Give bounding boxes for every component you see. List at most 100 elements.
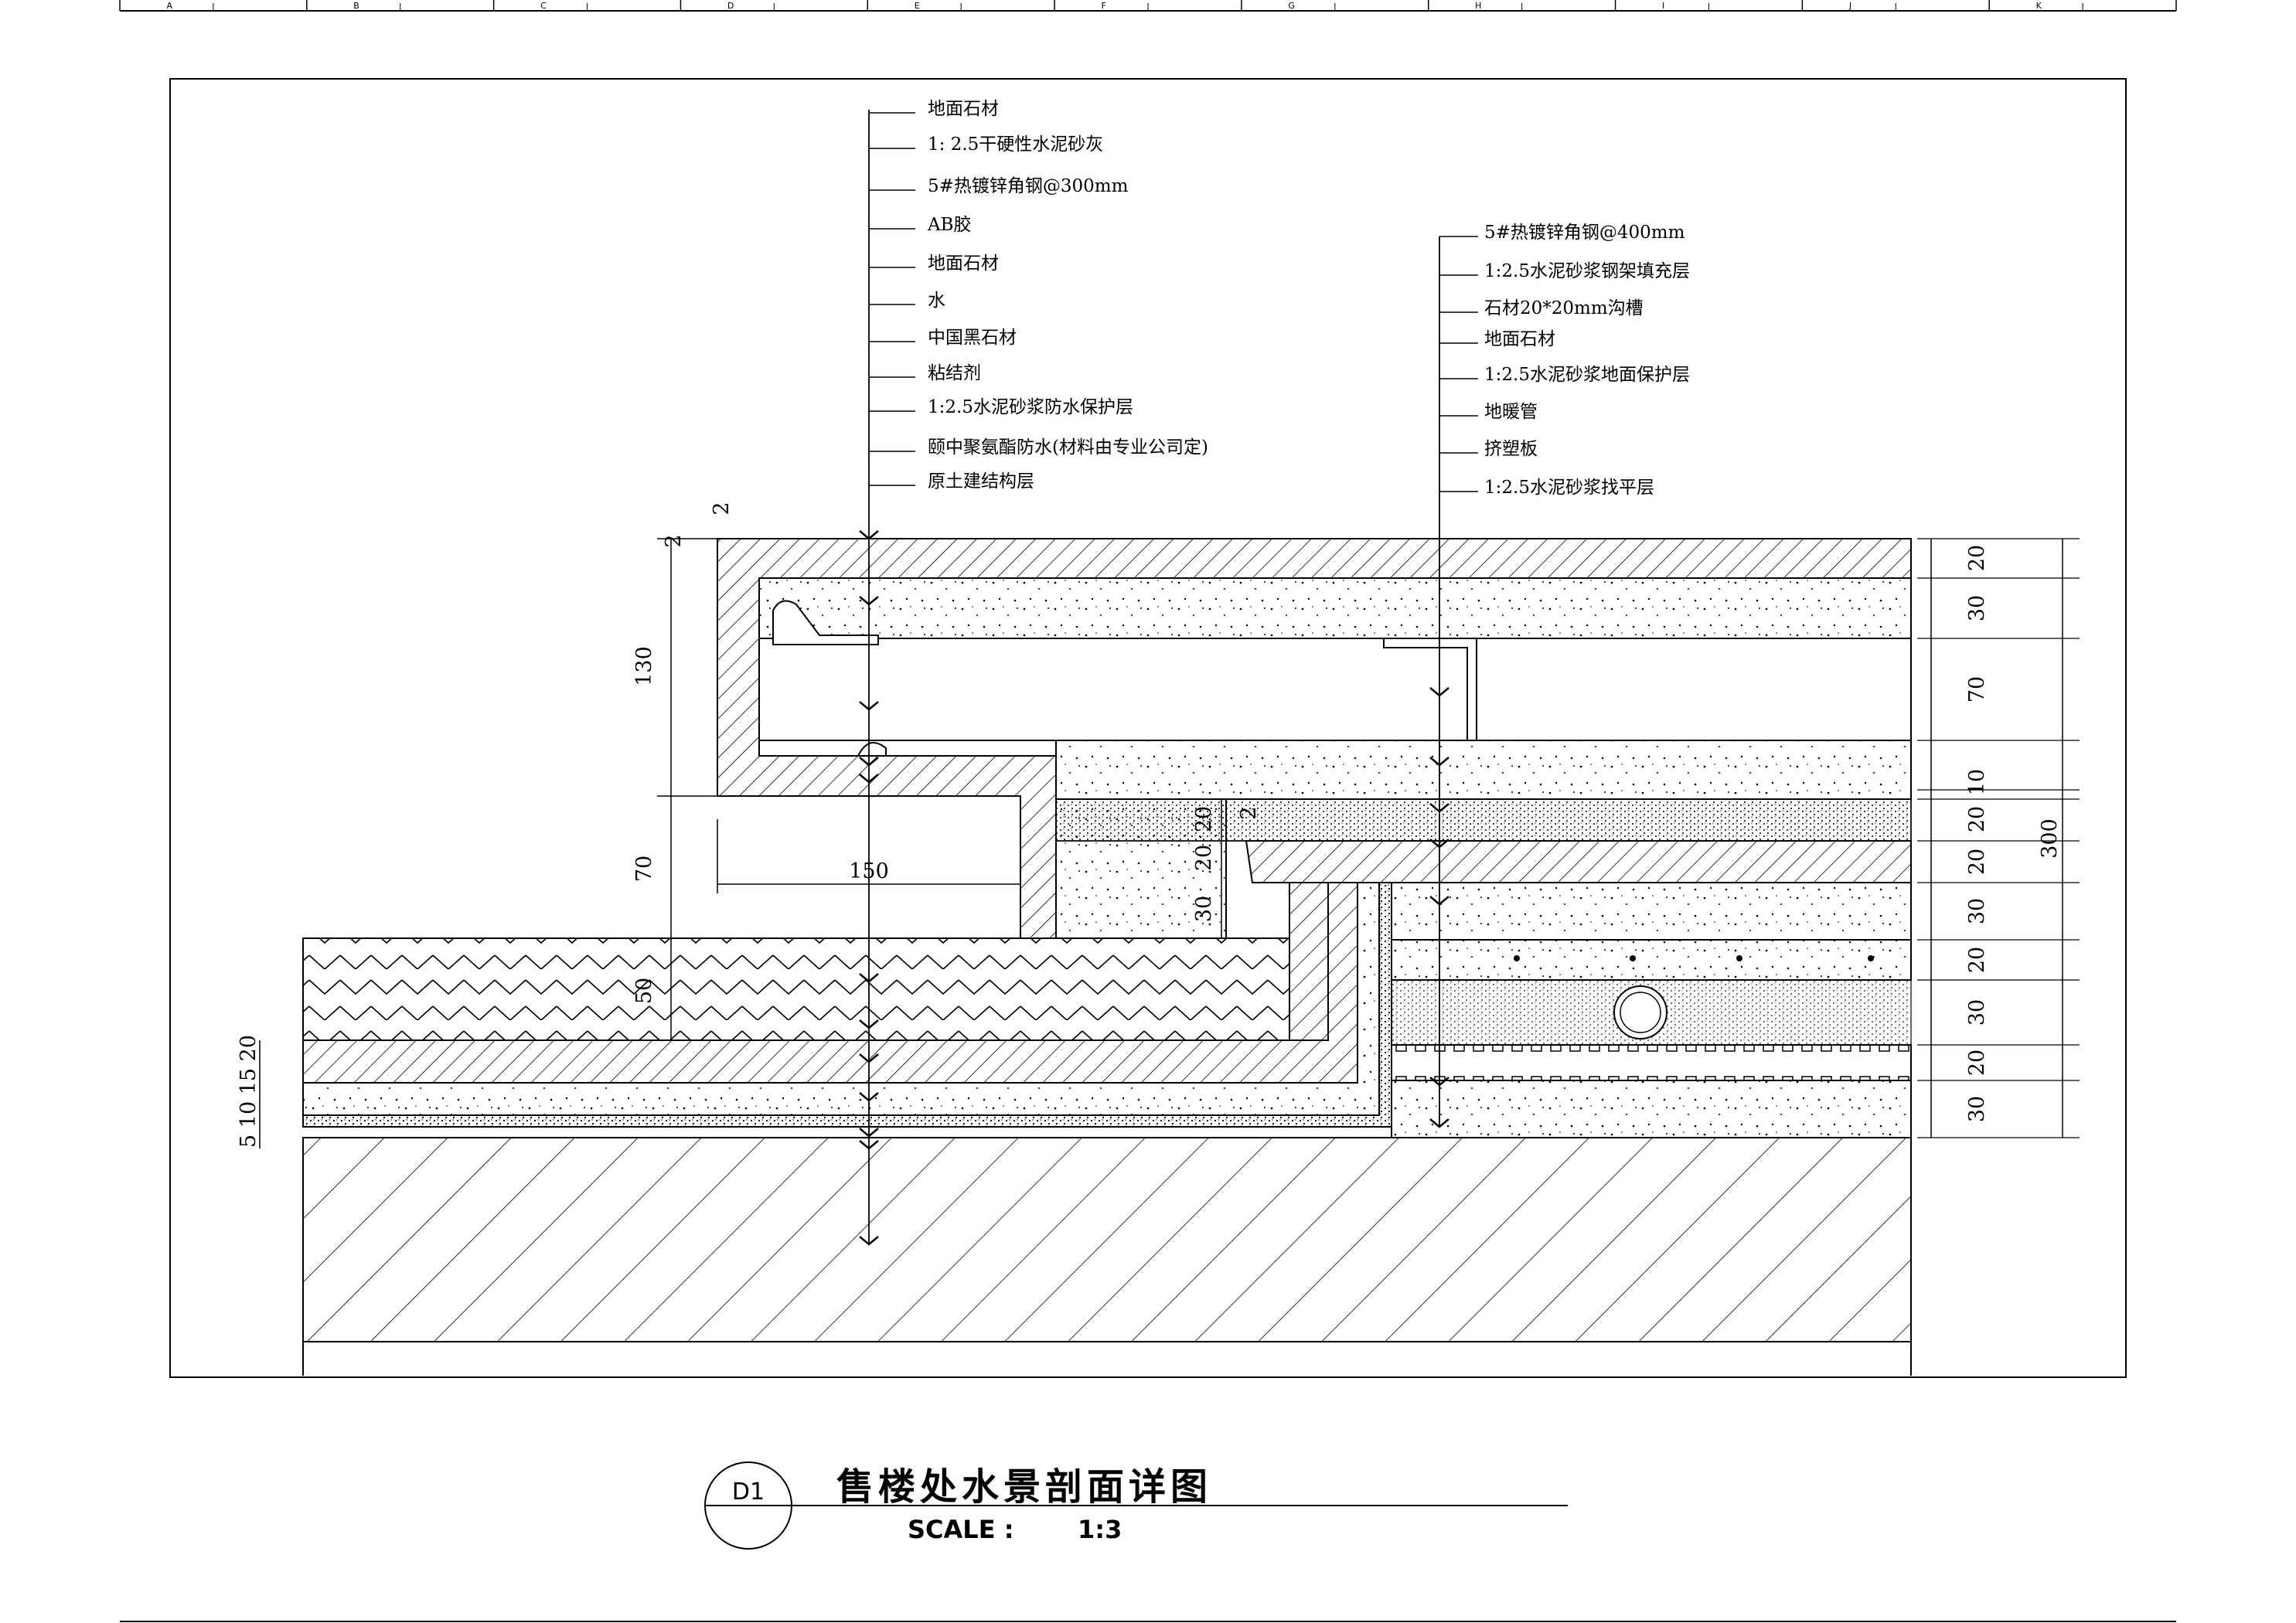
leader-arrow (1429, 757, 1449, 767)
callout-right-label: 1:2.5水泥砂浆钢架填充层 (1484, 261, 1690, 281)
steel-frame-void (758, 638, 1912, 741)
dim-mid-2: 20 (1192, 845, 1216, 871)
callout-right-label: 1:2.5水泥砂浆找平层 (1484, 478, 1654, 498)
leader-arrow (1429, 1118, 1449, 1128)
callout-left-label: 粘结剂 (928, 363, 981, 383)
leader-arrow (859, 1236, 879, 1246)
leader-arrow (859, 1140, 879, 1150)
leader-arrow (859, 530, 879, 540)
dim-total-label: 300 (2038, 818, 2062, 859)
title-block: D1 售楼处水景剖面详图 SCALE : 1:3 (704, 1461, 1568, 1550)
callout-left-label: 地面石材 (928, 253, 999, 274)
callout-right-label: 地暖管 (1484, 402, 1538, 422)
leader-arrow (1429, 803, 1449, 813)
floor-protection-layer (1391, 882, 1912, 941)
grid-letter: K (2036, 1, 2042, 11)
heating-pipe (1613, 985, 1667, 1039)
leader-arrow (859, 1128, 879, 1138)
dim-left-130: 130 (632, 646, 656, 686)
callouts-right: 5#热镀锌角钢@400mm 1:2.5水泥砂浆钢架填充层石材20*20mm沟槽地面… (1484, 223, 1690, 498)
mortar-left-fill (1055, 798, 1227, 939)
leader-arrow (1429, 896, 1449, 906)
leader-right (1439, 236, 1478, 1127)
heating-dots (1514, 955, 1874, 961)
dim-left-bottom: 5 10 15 20 (237, 1035, 261, 1148)
callout-right-label: 挤塑板 (1484, 439, 1538, 459)
callout-left-label: 水 (928, 291, 945, 311)
callout-right-label: 地面石材 (1484, 329, 1555, 349)
grid-letter: A (166, 1, 172, 11)
leader-arrow (859, 1092, 879, 1102)
callout-right-label: 石材20*20mm沟槽 (1484, 298, 1644, 318)
leader-arrow (859, 701, 879, 711)
grid-letter: E (915, 1, 920, 11)
leader-arrow (1429, 839, 1449, 849)
leader-arrows-right (1429, 687, 1449, 1128)
dim-right-label: 20 (1965, 1050, 1989, 1076)
black-stone-wall (1289, 882, 1329, 1041)
grid-letter: I (1662, 1, 1664, 11)
leader-arrow (1429, 1077, 1449, 1087)
dim-right-label: 10 (1965, 769, 1989, 795)
scale-value: 1:3 (1078, 1515, 1122, 1544)
dim-right-label: 20 (1965, 947, 1989, 973)
floor-stone-step (1245, 840, 1912, 883)
right-dimension-chain: 20 30 70 10 20 20 30 20 30 20 30 300 (1917, 538, 2080, 1138)
callout-left-label: 1:2.5水泥砂浆防水保护层 (928, 397, 1133, 417)
floor-heating-layer (1391, 939, 1912, 981)
callout-left-label: 原土建结构层 (928, 471, 1034, 492)
drawing-frame (169, 78, 2127, 1378)
callout-left-label: AB胶 (927, 215, 972, 235)
heating-pipe-inner (1620, 992, 1661, 1033)
leader-arrow (859, 596, 879, 606)
dim-mid-4: 2 (1237, 806, 1261, 819)
dim-right-label: 30 (1965, 999, 1989, 1026)
scale-label: SCALE : (908, 1515, 1013, 1544)
angle-steel-right (1383, 638, 1477, 741)
callout-right-label: 1:2.5水泥砂浆地面保护层 (1484, 365, 1690, 385)
grid-letter: H (1475, 1, 1481, 11)
left-dimension-chain: 130 70 50 2 2 5 10 15 20 (237, 502, 734, 1148)
dim-right-label: 30 (1965, 595, 1989, 621)
leader-arrow (859, 757, 879, 767)
leader-arrow (859, 973, 879, 983)
leader-arrow (859, 774, 879, 784)
dim-mid-3: 30 (1192, 896, 1216, 922)
leader-arrow (859, 1053, 879, 1063)
pool-water-layer (302, 937, 1290, 1041)
grid-letter: G (1288, 1, 1295, 11)
grid-letter: F (1102, 1, 1106, 11)
leader-arrow (859, 1019, 879, 1029)
title-tag: D1 (732, 1478, 765, 1506)
leveling-mortar-layer (1391, 1080, 1912, 1138)
callout-left-label: 5#热镀锌角钢@300mm (928, 176, 1129, 196)
extruded-board-squares (1391, 1044, 1912, 1081)
angle-steel-left (772, 600, 879, 645)
dim-right-label: 20 (1965, 849, 1989, 875)
callout-left-label: 中国黑石材 (928, 328, 1017, 348)
mortar-fill-layer (1055, 740, 1912, 800)
dim-width-label: 150 (849, 859, 889, 883)
dim-right-label: 20 (1965, 806, 1989, 832)
dim-right-label: 30 (1965, 898, 1989, 924)
drawing-title: 售楼处水景剖面详图 (836, 1465, 1212, 1509)
callout-left-label: 颐中聚氨酯防水(材料由专业公司定) (928, 437, 1208, 458)
grid-letter: D (727, 1, 734, 11)
structural-base-hatch (302, 1137, 1912, 1342)
leader-arrows-left (859, 530, 879, 1246)
leader-arrow (1429, 687, 1449, 697)
middle-dimension-chain: 20 20 30 2 (1192, 799, 1261, 938)
dim-left-top-small: 2 (710, 502, 734, 515)
callout-right-label: 5#热镀锌角钢@400mm (1484, 223, 1685, 243)
angle-steel-lower (857, 741, 887, 757)
grid-letter: C (540, 1, 547, 11)
dim-right-label: 20 (1965, 545, 1989, 571)
dim-right-label: 70 (1965, 676, 1989, 703)
dim-left-70: 70 (632, 856, 656, 882)
dim-right-label: 30 (1965, 1096, 1989, 1122)
dim-left-top-tiny: 2 (662, 534, 686, 547)
callout-left-label: 1: 2.5干硬性水泥砂灰 (928, 134, 1103, 155)
